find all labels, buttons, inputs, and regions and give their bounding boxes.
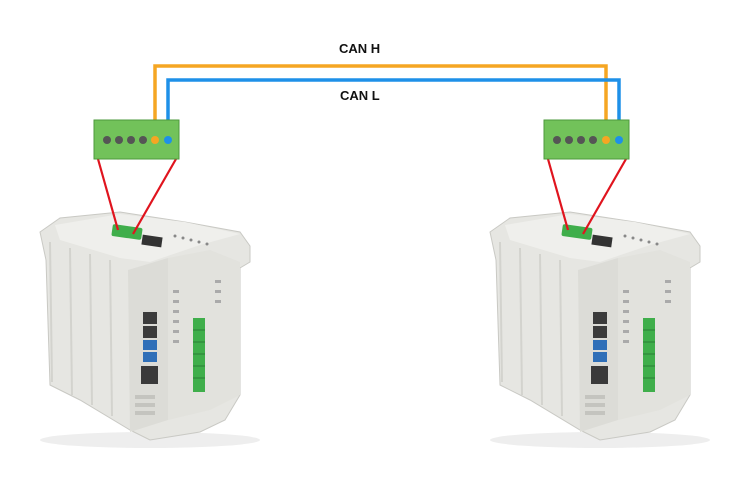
plc-right	[489, 211, 710, 448]
right-connector-wire-1	[546, 158, 570, 231]
plc-right-usb-port-1	[593, 312, 607, 324]
can-h-label: CAN H	[339, 41, 381, 56]
left-connector-wire-1	[96, 158, 120, 231]
plc-right-ethernet-port	[591, 366, 608, 384]
right-connector-wire-2	[582, 158, 627, 235]
can-l-wire	[166, 78, 621, 140]
terminal-block-left	[93, 119, 180, 160]
plc-left-io-terminals	[193, 318, 205, 392]
plc-left-usb-port-1	[143, 312, 157, 324]
can-h-wire	[153, 64, 608, 140]
plc-right-top-connector	[561, 224, 593, 240]
plc-left-usb-port-2	[143, 326, 157, 338]
plc-left	[39, 211, 260, 448]
plc-left-top-connector	[111, 224, 143, 240]
plc-right-io-terminals	[643, 318, 655, 392]
plc-right-usb3-port-2	[593, 352, 607, 362]
terminal-block-right	[543, 119, 630, 160]
left-connector-wire-2	[132, 158, 177, 235]
plc-right-usb3-port-1	[593, 340, 607, 350]
can-l-label: CAN L	[340, 88, 380, 103]
plc-left-usb3-port-2	[143, 352, 157, 362]
plc-right-usb-port-2	[593, 326, 607, 338]
plc-left-ethernet-port	[141, 366, 158, 384]
plc-left-usb3-port-1	[143, 340, 157, 350]
